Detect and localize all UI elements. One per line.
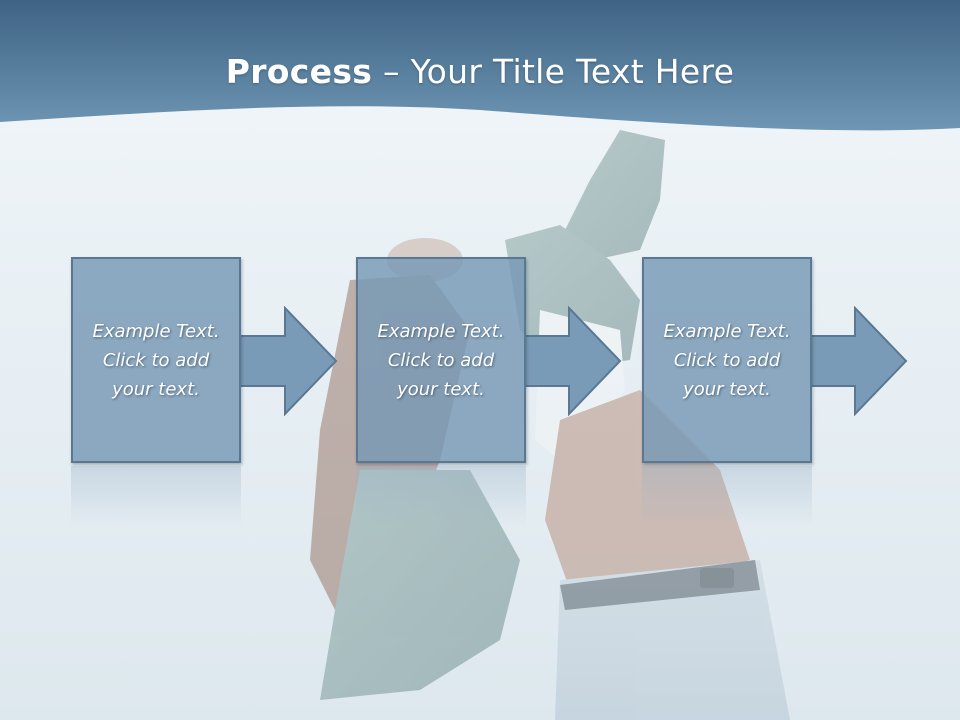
step-reflection (642, 466, 812, 526)
header-band (0, 0, 960, 131)
step-line-2: Click to add (387, 349, 495, 371)
step-line-1: Example Text. (92, 320, 220, 342)
step-line-1: Example Text. (663, 320, 791, 342)
step-line-2: Click to add (102, 349, 210, 371)
title-bold: Process (225, 52, 373, 91)
process-step-2[interactable]: Example Text. Click to add your text. (356, 257, 526, 463)
title-rest: – Your Title Text Here (372, 52, 735, 91)
step-line-3: your text. (112, 378, 200, 400)
step-reflection (71, 466, 241, 526)
step-text: Example Text. Click to add your text. (652, 317, 802, 404)
step-line-2: Click to add (673, 349, 781, 371)
step-reflection (356, 466, 526, 526)
step-text: Example Text. Click to add your text. (366, 317, 516, 404)
arrow-right-icon (810, 306, 908, 416)
step-text: Example Text. Click to add your text. (81, 317, 231, 404)
arrow-right-icon (240, 306, 338, 416)
step-line-3: your text. (683, 378, 771, 400)
arrow-right-icon (524, 306, 622, 416)
slide-title: Process – Your Title Text Here (0, 52, 960, 91)
step-line-3: your text. (397, 378, 485, 400)
process-step-3[interactable]: Example Text. Click to add your text. (642, 257, 812, 463)
process-step-1[interactable]: Example Text. Click to add your text. (71, 257, 241, 463)
step-line-1: Example Text. (377, 320, 505, 342)
